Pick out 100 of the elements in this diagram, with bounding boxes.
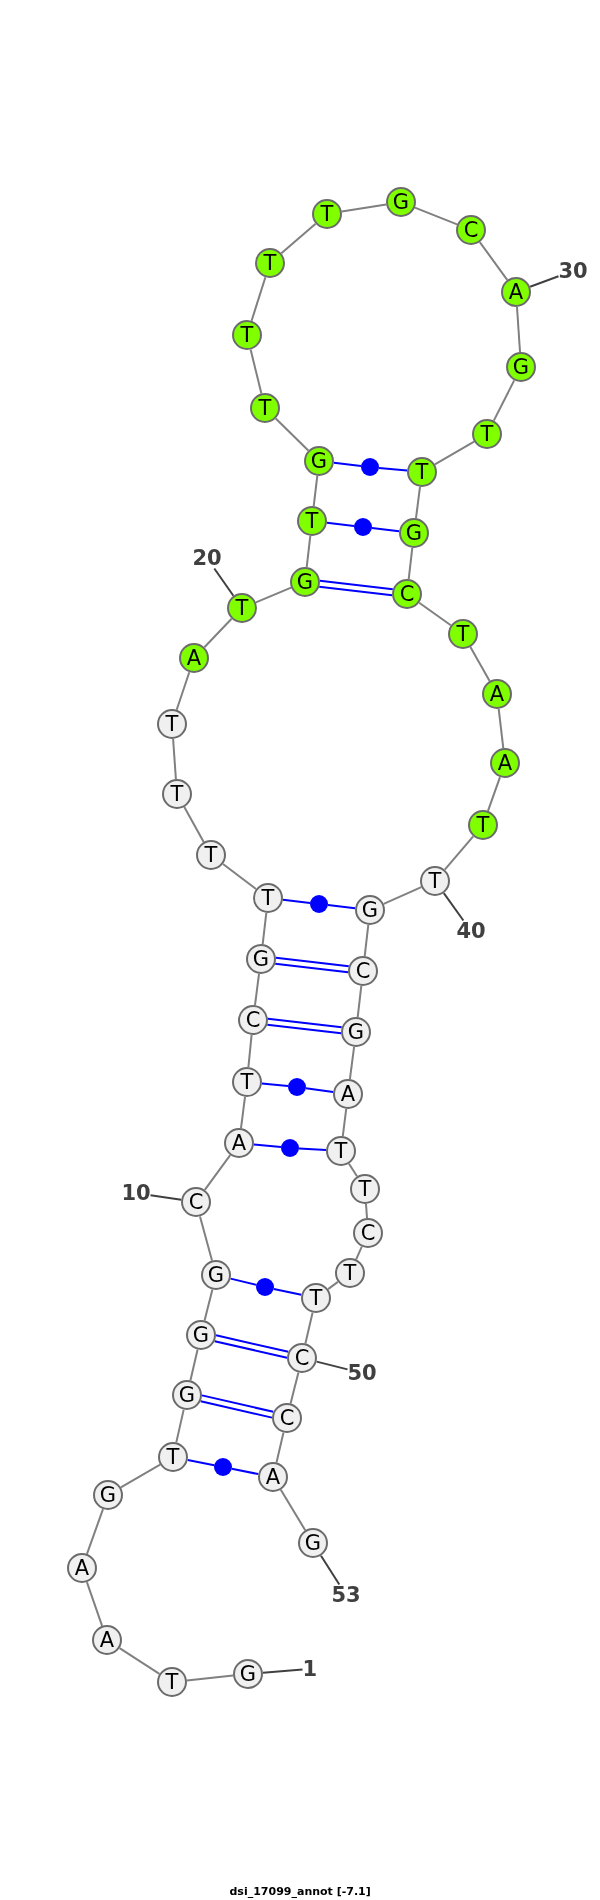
- backbone-line: [185, 1674, 235, 1682]
- dot-icon: [354, 518, 372, 536]
- backbone-line: [254, 586, 293, 604]
- backbone-line: [304, 1311, 314, 1345]
- nucleotide: C: [181, 1187, 211, 1217]
- nucleotide: A: [179, 643, 209, 673]
- base-pair-line: [326, 904, 357, 910]
- nucleotide: G: [201, 1260, 231, 1290]
- backbone-line: [356, 984, 363, 1019]
- nucleotide: A: [482, 679, 512, 709]
- backbone-line: [478, 241, 509, 281]
- backbone-line: [289, 1371, 300, 1405]
- backbone-line: [492, 379, 516, 422]
- leader-line: [442, 892, 465, 922]
- nucleotide: T: [227, 593, 257, 623]
- nucleotide: G: [290, 567, 320, 597]
- base-pair-line: [378, 466, 409, 472]
- nucleotide: T: [301, 1283, 331, 1313]
- leader-line: [213, 567, 235, 597]
- nucleotide: A: [224, 1128, 254, 1158]
- nucleotide: G: [506, 352, 536, 382]
- backbone-line: [382, 886, 423, 905]
- backbone-line: [261, 911, 268, 946]
- backbone-line: [240, 1095, 246, 1130]
- backbone-line: [487, 776, 501, 812]
- backbone-line: [418, 601, 452, 627]
- base-pair-line: [298, 1147, 327, 1152]
- nucleotide: G: [186, 1320, 216, 1350]
- backbone-line: [175, 1408, 185, 1444]
- dot-icon: [288, 1078, 306, 1096]
- base-pair-line: [274, 956, 350, 968]
- nucleotide: T: [255, 248, 285, 278]
- backbone-line: [254, 972, 260, 1007]
- leader-line: [315, 1360, 349, 1371]
- nucleotide: C: [456, 215, 486, 245]
- backbone-line: [247, 1033, 253, 1069]
- backbone-line: [203, 617, 233, 649]
- base-pair-line: [332, 461, 363, 467]
- nucleotide: A: [501, 277, 531, 307]
- position-number: 50: [347, 1362, 377, 1384]
- base-pair-line: [186, 1458, 216, 1467]
- backbone-line: [279, 1488, 307, 1532]
- base-pair-line: [229, 1277, 258, 1286]
- base-pair-line: [252, 1143, 282, 1149]
- caption: dsi_17099_annot [-7.1]: [229, 1886, 371, 1899]
- nucleotide: T: [312, 199, 342, 229]
- backbone-line: [348, 1162, 358, 1178]
- base-pair-line: [318, 579, 394, 591]
- backbone-line: [365, 1203, 368, 1219]
- backbone-line: [415, 485, 421, 520]
- backbone-line: [443, 835, 475, 871]
- leader-line: [149, 1194, 183, 1201]
- base-pair-line: [266, 1023, 343, 1035]
- base-pair-line: [370, 527, 401, 533]
- backbone-line: [249, 348, 263, 395]
- backbone-line: [86, 1508, 104, 1555]
- nucleotide: G: [172, 1380, 202, 1410]
- nucleotide: T: [157, 709, 187, 739]
- nucleotide: G: [298, 1528, 328, 1558]
- nucleotide: T: [326, 1136, 356, 1166]
- backbone-line: [280, 222, 317, 255]
- backbone-line: [199, 1215, 213, 1262]
- backbone-line: [189, 1348, 199, 1382]
- nucleotide: G: [304, 446, 334, 476]
- backbone-line: [433, 440, 476, 466]
- nucleotide: G: [246, 944, 276, 974]
- nucleotide: T: [232, 1067, 262, 1097]
- nucleotide: T: [335, 1258, 365, 1288]
- backbone-line: [85, 1581, 104, 1627]
- nucleotide: C: [272, 1403, 302, 1433]
- leader-line: [320, 1554, 341, 1586]
- nucleotide: T: [420, 866, 450, 896]
- base-pair-line: [274, 962, 350, 974]
- backbone-line: [341, 1107, 348, 1138]
- nucleotide: C: [238, 1005, 268, 1035]
- backbone-line: [469, 646, 491, 682]
- nucleotide: T: [250, 393, 280, 423]
- base-pair-line: [199, 1400, 273, 1419]
- backbone-line: [203, 1288, 214, 1322]
- nucleotide: G: [386, 187, 416, 217]
- base-pair-line: [304, 1087, 335, 1093]
- nucleotide: G: [233, 1659, 263, 1689]
- nucleotide: C: [348, 956, 378, 986]
- nucleotide: A: [67, 1553, 97, 1583]
- nucleotide: A: [258, 1462, 288, 1492]
- nucleotide: T: [468, 810, 498, 840]
- nucleotide: T: [158, 1442, 188, 1472]
- nucleotide: C: [287, 1343, 317, 1373]
- nucleotide: T: [162, 779, 192, 809]
- nucleotide: T: [232, 320, 262, 350]
- dot-icon: [256, 1278, 274, 1296]
- nucleotide: C: [353, 1218, 383, 1248]
- backbone-line: [312, 474, 319, 508]
- base-pair-line: [230, 1467, 260, 1476]
- nucleotide: T: [297, 506, 327, 536]
- backbone-line: [497, 707, 505, 750]
- backbone-line: [119, 1463, 162, 1489]
- backbone-line: [118, 1647, 161, 1675]
- backbone-line: [250, 276, 267, 322]
- base-pair-line: [201, 1394, 275, 1413]
